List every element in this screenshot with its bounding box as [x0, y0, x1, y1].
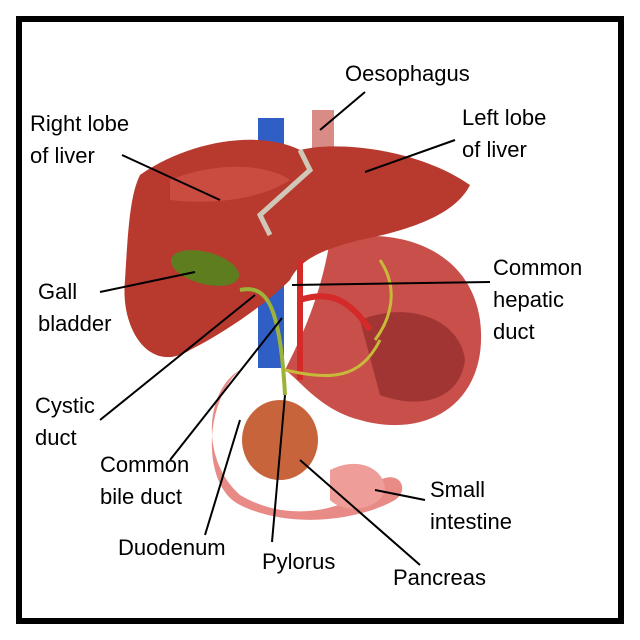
- label-line: Cystic: [35, 393, 95, 418]
- artery: [297, 260, 373, 380]
- label-line: intestine: [430, 509, 512, 534]
- label-gall-bladder: Gall bladder: [38, 276, 111, 340]
- label-cystic-duct: Cystic duct: [35, 390, 95, 454]
- leader-lines: [99, 91, 491, 566]
- label-pylorus: Pylorus: [262, 549, 336, 574]
- pancreas-shape: [242, 400, 318, 480]
- label-line: Common: [100, 452, 190, 477]
- label-oesophagus: Oesophagus: [345, 61, 470, 86]
- stomach-vessels: [284, 259, 393, 377]
- stomach-inner: [360, 312, 465, 402]
- label-left-lobe: Left lobe of liver: [462, 102, 546, 166]
- falciform-ligament: [256, 148, 314, 237]
- label-small-intestine: Small intestine: [430, 474, 512, 538]
- liver-highlight: [170, 166, 290, 202]
- label-line: Common: [493, 255, 583, 280]
- label-line: Right lobe: [30, 111, 130, 136]
- bile-duct-vessel: [239, 287, 287, 396]
- label-line: duct: [35, 425, 77, 450]
- label-common-hepatic-duct: Common hepatic duct: [493, 252, 582, 348]
- label-line: duct: [493, 319, 535, 344]
- label-line: bladder: [38, 311, 112, 336]
- label-line: Gall: [38, 279, 78, 304]
- label-line: of liver: [30, 143, 95, 168]
- gallbladder: [170, 250, 240, 286]
- label-pancreas: Pancreas: [393, 565, 486, 590]
- label-line: of liver: [462, 137, 527, 162]
- label-line: Left lobe: [462, 105, 547, 130]
- label-duodenum: Duodenum: [118, 535, 226, 560]
- label-common-bile-duct: Common bile duct: [100, 449, 189, 513]
- label-right-lobe: Right lobe of liver: [30, 108, 129, 172]
- duodenum-shape: [211, 370, 403, 520]
- label-line: bile duct: [100, 484, 182, 509]
- label-line: Small: [430, 477, 486, 502]
- label-line: hepatic: [493, 287, 564, 312]
